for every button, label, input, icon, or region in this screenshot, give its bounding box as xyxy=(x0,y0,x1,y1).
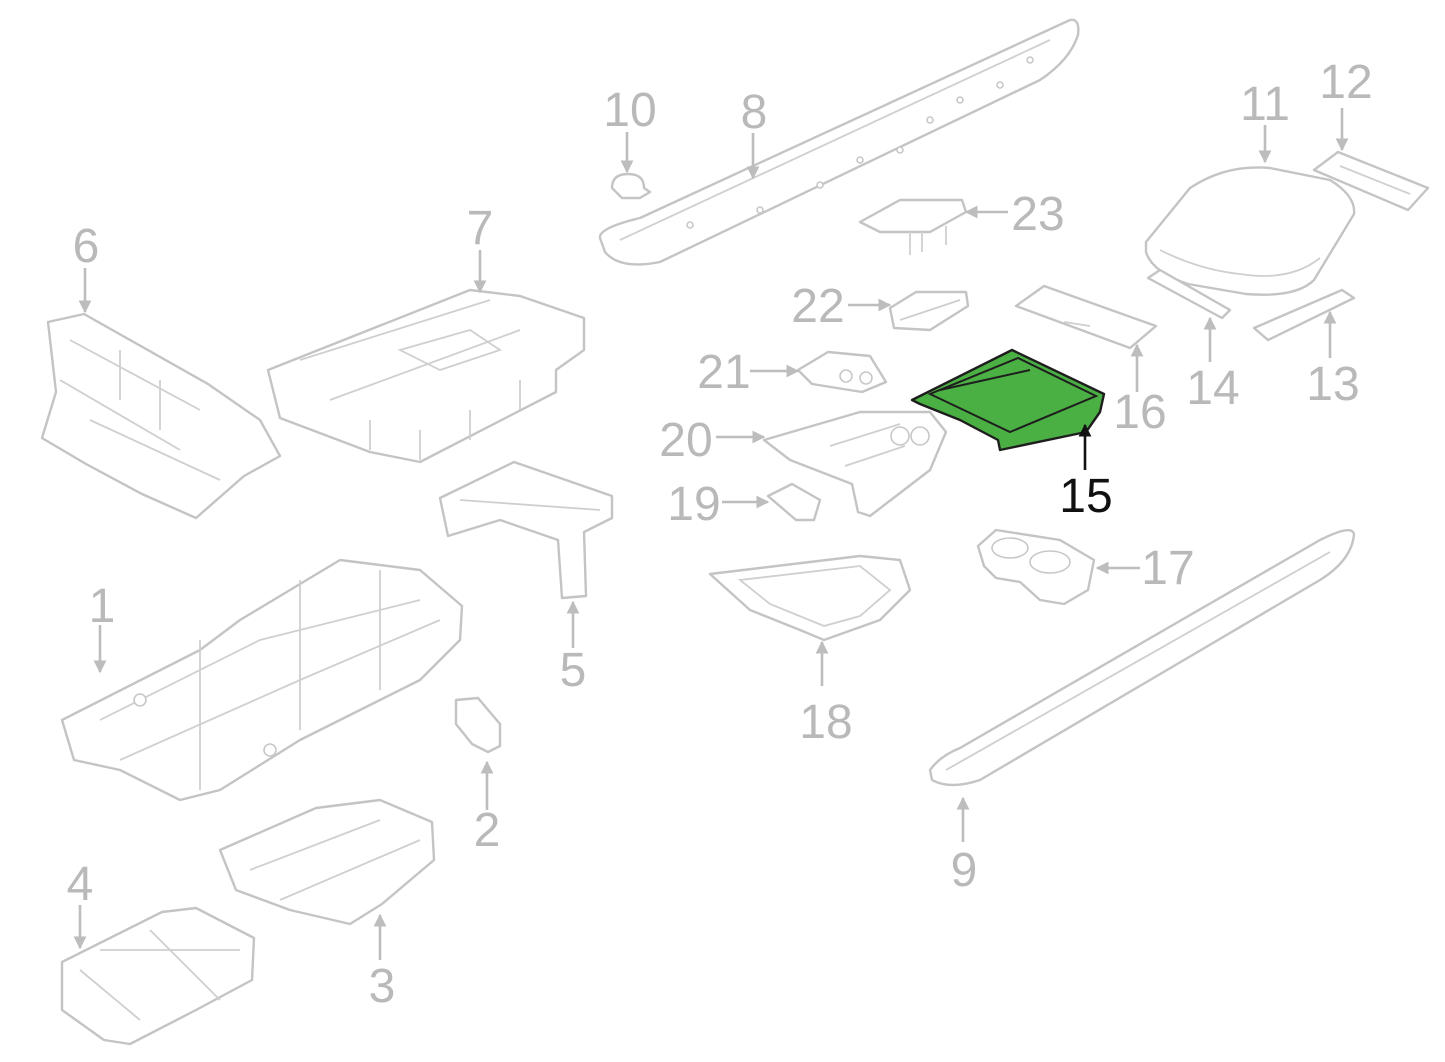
callout-17: 17 xyxy=(1141,542,1194,595)
part-7-console-frame[interactable] xyxy=(266,288,586,464)
part-19-cover[interactable] xyxy=(766,482,822,522)
callout-5: 5 xyxy=(560,644,587,697)
part-4-lower-bracket[interactable] xyxy=(60,906,256,1046)
callout-13: 13 xyxy=(1306,358,1359,411)
callout-14: 14 xyxy=(1186,362,1239,415)
part-10-clip[interactable] xyxy=(610,172,652,200)
part-14-strip[interactable] xyxy=(1146,268,1232,320)
part-20-console-panel[interactable] xyxy=(762,410,948,518)
part-17-cup-holder[interactable] xyxy=(976,528,1096,606)
callout-23: 23 xyxy=(1011,188,1064,241)
callout-16: 16 xyxy=(1113,386,1166,439)
callout-15-highlighted: 15 xyxy=(1059,470,1112,523)
callout-11: 11 xyxy=(1240,78,1290,131)
part-1-carrier[interactable] xyxy=(60,558,464,802)
part-5-bracket[interactable] xyxy=(438,460,614,600)
callout-2: 2 xyxy=(474,804,501,857)
part-3-lower-tray[interactable] xyxy=(218,798,436,926)
callout-1: 1 xyxy=(89,580,116,633)
part-16-mat[interactable] xyxy=(1014,284,1158,350)
part-18-frame[interactable] xyxy=(708,554,912,642)
part-2-bracket[interactable] xyxy=(454,696,502,754)
callout-9: 9 xyxy=(951,844,978,897)
callout-6: 6 xyxy=(73,220,100,273)
part-11-armrest-lid[interactable] xyxy=(1144,166,1356,296)
part-13-strip[interactable] xyxy=(1252,288,1356,342)
callout-7: 7 xyxy=(467,202,494,255)
leader-arrows xyxy=(73,108,1349,960)
part-22-bracket[interactable] xyxy=(888,290,970,332)
callout-4: 4 xyxy=(67,858,94,911)
callout-labels: 1 2 3 4 5 6 7 8 9 10 11 12 13 14 15 16 1… xyxy=(67,56,1373,1013)
callout-12: 12 xyxy=(1319,56,1372,109)
part-8-trim-strip[interactable] xyxy=(598,18,1080,266)
callout-20: 20 xyxy=(659,414,712,467)
callout-8: 8 xyxy=(741,86,768,139)
callout-22: 22 xyxy=(791,280,844,333)
part-12-hinge[interactable] xyxy=(1312,150,1430,212)
part-15-storage-tray-highlighted[interactable] xyxy=(910,348,1106,452)
part-21-trim-plate[interactable] xyxy=(796,350,888,394)
callout-21: 21 xyxy=(697,346,750,399)
callout-10: 10 xyxy=(603,84,656,137)
part-9-side-trim[interactable] xyxy=(928,528,1356,787)
part-6-front-bracket[interactable] xyxy=(40,312,282,520)
callout-18: 18 xyxy=(799,696,852,749)
callout-19: 19 xyxy=(667,478,720,531)
part-23-small-tray[interactable] xyxy=(858,198,968,255)
callout-3: 3 xyxy=(369,960,396,1013)
